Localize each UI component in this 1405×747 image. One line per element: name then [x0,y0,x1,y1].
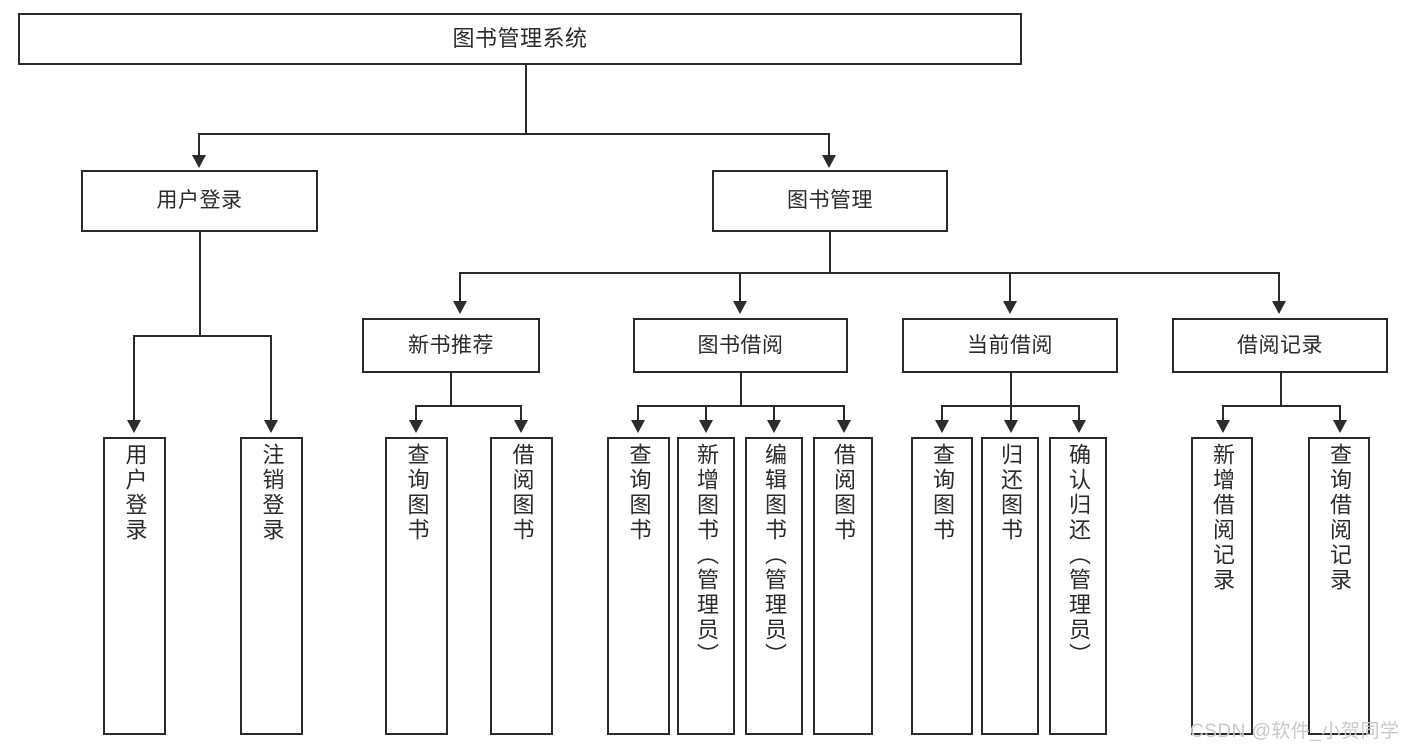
node-label: 查询图书 [930,443,955,543]
arrowhead-leaf-edit-book [767,420,781,433]
node-user-login[interactable]: 用户登录 [81,170,318,232]
arrowhead-leaf-query-book-2 [631,420,645,433]
arrowhead-leaf-return-book [1004,420,1018,433]
leaf-confirm-return-admin[interactable]: 确认归还（管理员） [1049,437,1107,735]
connector-userlogin-bar [133,335,270,337]
connector-newbook-stem [450,373,452,405]
leaf-add-borrow-record[interactable]: 新增借阅记录 [1191,437,1253,735]
node-new-book-recommend[interactable]: 新书推荐 [362,318,540,373]
leaf-borrow-book-borrow[interactable]: 借阅图书 [813,437,873,735]
connector-current-drop-2 [1010,405,1012,422]
arrowhead-leaf-query-book-1 [409,420,423,433]
connector-record-stem [1280,373,1282,405]
node-label: 查询图书 [626,443,652,543]
node-label: 新书推荐 [408,333,494,357]
arrowhead-leaf-query-book-3 [935,420,949,433]
leaf-add-book-admin[interactable]: 新增图书（管理员） [677,437,735,735]
arrowhead-leaf-add-record [1216,420,1230,433]
node-borrow-record[interactable]: 借阅记录 [1172,318,1388,373]
node-label: 新增借阅记录 [1210,443,1235,593]
connector-bookmgmt-drop-2 [739,272,741,303]
arrowhead-borrowrecord [1272,301,1286,314]
leaf-borrow-book-recommend[interactable]: 借阅图书 [490,437,553,735]
connector-newbook-bar [415,405,520,407]
connector-borrow-drop-1 [637,405,639,422]
node-label: 注销登录 [259,443,285,543]
leaf-logout[interactable]: 注销登录 [240,437,303,735]
leaf-query-book-borrow[interactable]: 查询图书 [607,437,670,735]
node-label: 归还图书 [998,443,1023,543]
node-book-management[interactable]: 图书管理 [712,170,948,232]
arrowhead-leaf-borrow-book-2 [837,420,851,433]
connector-current-stem [1010,373,1012,405]
node-label: 借阅图书 [509,443,535,543]
node-label: 查询图书 [404,443,430,543]
node-label: 图书借阅 [697,333,784,357]
connector-bookmgmt-stem [829,232,831,272]
node-label: 图书管理系统 [452,25,588,51]
node-label: 查询借阅记录 [1327,443,1352,593]
node-label: 借阅记录 [1237,333,1323,357]
arrowhead-leaf-logout [264,420,278,433]
connector-root-stem [525,65,527,133]
connector-bookmgmt-drop-3 [1009,272,1011,303]
node-label: 图书管理 [787,189,873,213]
connector-root-drop-2 [828,133,830,157]
leaf-query-book-recommend[interactable]: 查询图书 [385,437,448,735]
connector-bookmgmt-drop-1 [459,272,461,303]
connector-bookmgmt-bar [459,272,1278,274]
arrowhead-leaf-userlogin [127,420,141,433]
arrowhead-leaf-borrow-book-1 [514,420,528,433]
connector-newbook-drop-2 [520,405,522,422]
arrowhead-userlogin [192,155,206,168]
connector-record-bar [1222,405,1339,407]
node-label: 当前借阅 [967,333,1053,357]
node-label: 新增图书（管理员） [694,443,719,668]
node-root-system[interactable]: 图书管理系统 [18,13,1022,65]
connector-userlogin-drop-1 [133,335,135,422]
connector-userlogin-drop-2 [270,335,272,422]
connector-borrow-drop-3 [773,405,775,422]
connector-current-bar [941,405,1078,407]
node-label: 借阅图书 [831,443,856,543]
leaf-edit-book-admin[interactable]: 编辑图书（管理员） [745,437,803,735]
arrowhead-leaf-confirm-return [1072,420,1086,433]
connector-root-bar [198,133,828,135]
leaf-user-login[interactable]: 用户登录 [103,437,166,735]
connector-current-drop-3 [1078,405,1080,422]
connector-borrow-stem [740,373,742,405]
node-label: 用户登录 [156,189,243,213]
arrowhead-leaf-add-book [699,420,713,433]
connector-borrow-bar [637,405,843,407]
arrowhead-leaf-query-record [1333,420,1347,433]
connector-bookmgmt-drop-4 [1278,272,1280,303]
csdn-watermark: CSDN @软件_小贺同学 [1190,721,1400,742]
connector-borrow-drop-2 [705,405,707,422]
connector-current-drop-1 [941,405,943,422]
arrowhead-currentborrow [1003,301,1017,314]
connector-userlogin-stem [199,232,201,335]
node-label: 用户登录 [122,443,148,543]
arrowhead-borrowbook [733,301,747,314]
connector-newbook-drop-1 [415,405,417,422]
connector-borrow-drop-4 [843,405,845,422]
node-label: 编辑图书（管理员） [762,443,787,668]
leaf-return-book[interactable]: 归还图书 [981,437,1039,735]
connector-root-drop-1 [198,133,200,157]
node-label: 确认归还（管理员） [1066,443,1091,668]
leaf-query-book-current[interactable]: 查询图书 [911,437,973,735]
arrowhead-newbook [453,301,467,314]
node-book-borrow[interactable]: 图书借阅 [633,318,848,373]
arrowhead-bookmgmt [822,155,836,168]
connector-record-drop-1 [1222,405,1224,422]
connector-record-drop-2 [1339,405,1341,422]
leaf-query-borrow-record[interactable]: 查询借阅记录 [1308,437,1370,735]
node-current-borrow[interactable]: 当前借阅 [902,318,1118,373]
